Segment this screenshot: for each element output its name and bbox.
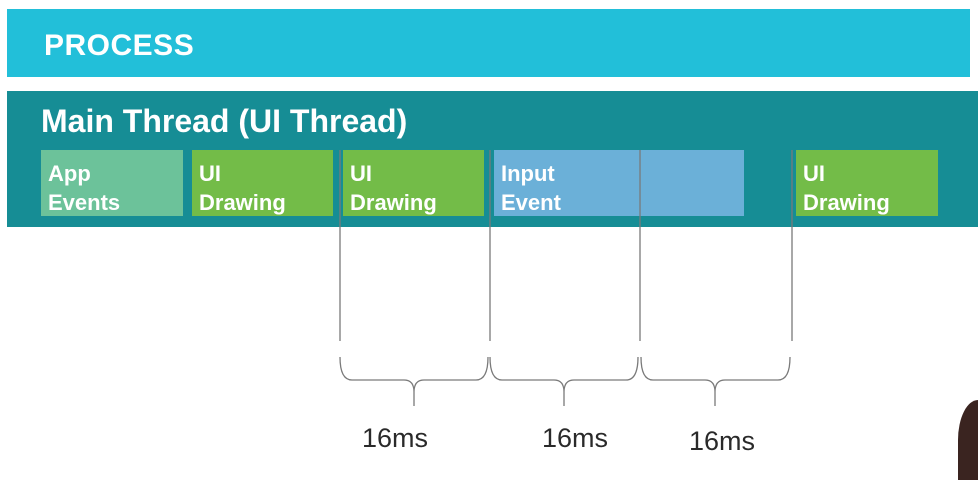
interval-brace [489,356,639,406]
block-label-line2: Drawing [803,190,890,215]
block-label-line1: App [48,161,91,186]
app-events-block: App Events [41,150,183,216]
block-label-line1: UI [199,161,221,186]
main-thread-panel: Main Thread (UI Thread) App Events UI Dr… [7,91,978,227]
process-bar: PROCESS [7,9,970,77]
block-label-line1: UI [803,161,825,186]
interval-label: 16ms [689,426,756,456]
interval-brace [640,356,791,406]
main-thread-title: Main Thread (UI Thread) [41,103,408,139]
block-label-line2: Events [48,190,121,215]
presenter-hand [958,400,978,480]
interval-label: 16ms [542,423,609,453]
ui-drawing-block: UI Drawing [343,150,484,216]
interval-label: 16ms [362,423,429,453]
block-label-line1: Input [501,161,555,186]
ui-drawing-block: UI Drawing [192,150,333,216]
process-title: PROCESS [44,29,195,62]
block-label-line2: Drawing [199,190,286,215]
interval-brace [339,356,489,406]
frame-timeline [339,150,793,406]
input-event-block: Input Event [494,150,744,216]
ui-drawing-block: UI Drawing [796,150,938,216]
block-label-line2: Event [501,190,561,215]
block-label-line1: UI [350,161,372,186]
block-label-line2: Drawing [350,190,437,215]
